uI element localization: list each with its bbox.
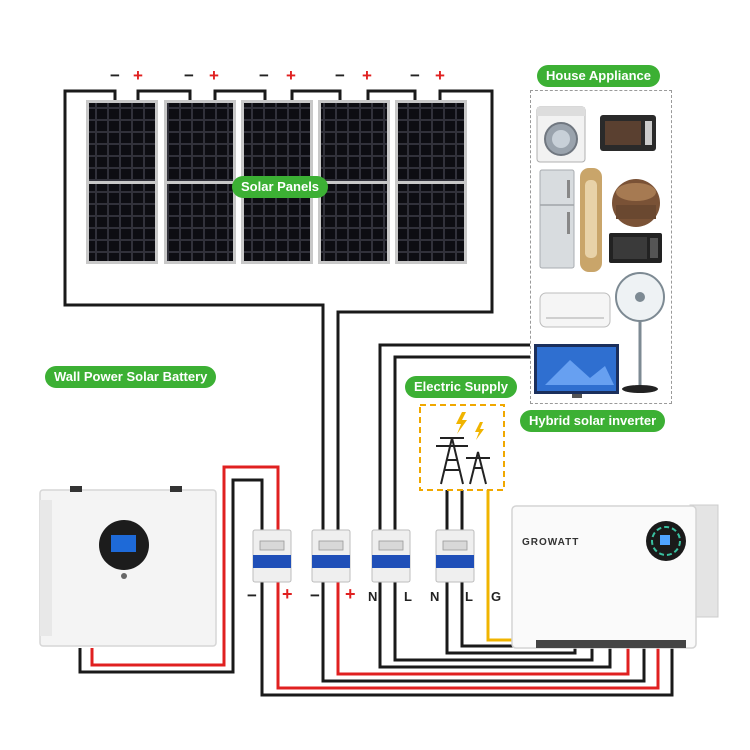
panel-3-plus: + — [286, 66, 296, 85]
tower-fan-icon — [580, 168, 602, 272]
microwave-icon — [609, 233, 662, 263]
inverter-brand-logo: GROWATT — [522, 537, 580, 548]
solar-panel-4 — [318, 100, 390, 264]
breaker-grid — [435, 529, 475, 583]
terminal-battery-minus: − — [247, 586, 257, 605]
electric-supply-box — [419, 404, 505, 491]
terminal-load-l: L — [404, 589, 412, 604]
appliance-l-wire — [393, 355, 530, 530]
panel-4-minus: − — [335, 66, 345, 85]
panel-2-minus: − — [184, 66, 194, 85]
battery-negative-wire — [78, 478, 264, 674]
breakers — [252, 529, 475, 583]
television-icon — [534, 344, 619, 398]
appliances — [534, 106, 665, 398]
breaker-battery — [252, 529, 292, 583]
out-battery-pos-wire — [276, 582, 660, 690]
transmission-tower-icon — [436, 437, 490, 485]
panel-link-1 — [136, 89, 192, 100]
microwave-oven-icon — [600, 115, 656, 151]
breaker-load — [371, 529, 411, 583]
hybrid-inverter — [511, 504, 719, 649]
out-solar-pos-wire — [336, 582, 630, 676]
refrigerator-icon — [539, 169, 575, 269]
terminal-grid-n: N — [430, 589, 440, 604]
panel-4-plus: + — [362, 66, 372, 85]
hybrid-inverter-label: Hybrid solar inverter — [520, 410, 666, 432]
solar-panel-2 — [164, 100, 236, 264]
out-load-l-wire — [393, 582, 594, 662]
appliance-panel — [530, 90, 672, 404]
house-appliance-label: House Appliance — [537, 65, 660, 87]
panel-2-plus: + — [209, 66, 219, 85]
wall-battery-label: Wall Power Solar Battery — [45, 366, 217, 388]
wall-battery — [39, 486, 217, 647]
rice-cooker-icon — [612, 179, 660, 227]
out-solar-neg-wire — [321, 582, 646, 683]
wires — [63, 89, 674, 697]
solar-positive-wire — [336, 89, 494, 530]
terminal-battery-plus: + — [282, 584, 293, 604]
washing-machine-icon — [536, 106, 586, 163]
panel-1-minus: − — [110, 66, 120, 85]
ground-wire — [486, 488, 520, 642]
electric-supply-label: Electric Supply — [405, 376, 517, 398]
terminal-solar-plus: + — [345, 584, 356, 604]
panel-link-2 — [213, 89, 267, 100]
out-grid-n-wire — [445, 582, 577, 655]
standing-fan-icon — [615, 272, 665, 393]
appliance-n-wire — [378, 343, 530, 530]
panel-1-plus: + — [133, 66, 143, 85]
panel-5-plus: + — [435, 66, 445, 85]
terminal-load-n: N — [368, 589, 378, 604]
panel-3-minus: − — [259, 66, 269, 85]
solar-negative-wire — [63, 89, 325, 530]
solar-panels-label: Solar Panels — [232, 176, 329, 198]
breaker-solar — [311, 529, 351, 583]
solar-panel-1 — [86, 100, 158, 264]
solar-panel-5 — [395, 100, 467, 264]
battery-positive-wire — [90, 465, 280, 667]
panel-link-3 — [290, 89, 342, 100]
out-battery-neg-wire — [260, 582, 674, 697]
panel-5-minus: − — [410, 66, 420, 85]
out-load-n-wire — [378, 582, 612, 669]
panel-link-4 — [366, 89, 417, 100]
terminal-solar-minus: − — [310, 586, 320, 605]
lightning-bolt-icon — [456, 412, 484, 440]
terminal-grid-l: L — [465, 589, 473, 604]
air-conditioner-icon — [539, 292, 611, 328]
solar-panel-array — [86, 100, 467, 264]
terminal-ground: G — [491, 589, 502, 604]
